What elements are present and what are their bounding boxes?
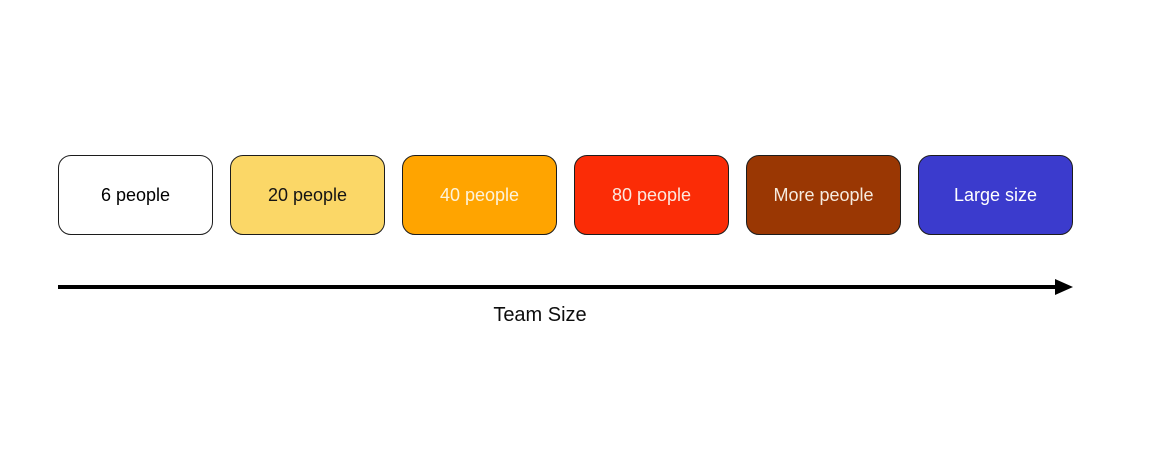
- stage-box-label: 40 people: [439, 185, 520, 205]
- stage-box-more-people: More people: [746, 155, 901, 235]
- stage-box-label: 80 people: [611, 185, 692, 205]
- stage-box-label: 20 people: [267, 185, 348, 205]
- stage-box-80-people: 80 people: [574, 155, 729, 235]
- stage-box-40-people: 40 people: [402, 155, 557, 235]
- axis-label: Team Size: [493, 304, 587, 326]
- stage-box-label: Large size: [953, 185, 1038, 205]
- stage-box-20-people: 20 people: [230, 155, 385, 235]
- arrow-line: [58, 285, 1056, 289]
- stage-box-label: 6 people: [100, 185, 171, 205]
- stage-box-large-size: Large size: [918, 155, 1073, 235]
- stage-box-label: More people: [773, 185, 874, 205]
- stage-boxes-row: 6 people 20 people 40 people 80 people M…: [58, 155, 1073, 235]
- stage-box-6-people: 6 people: [58, 155, 213, 235]
- team-size-axis-arrow: [58, 279, 1073, 295]
- arrow-head-icon: [1055, 279, 1073, 295]
